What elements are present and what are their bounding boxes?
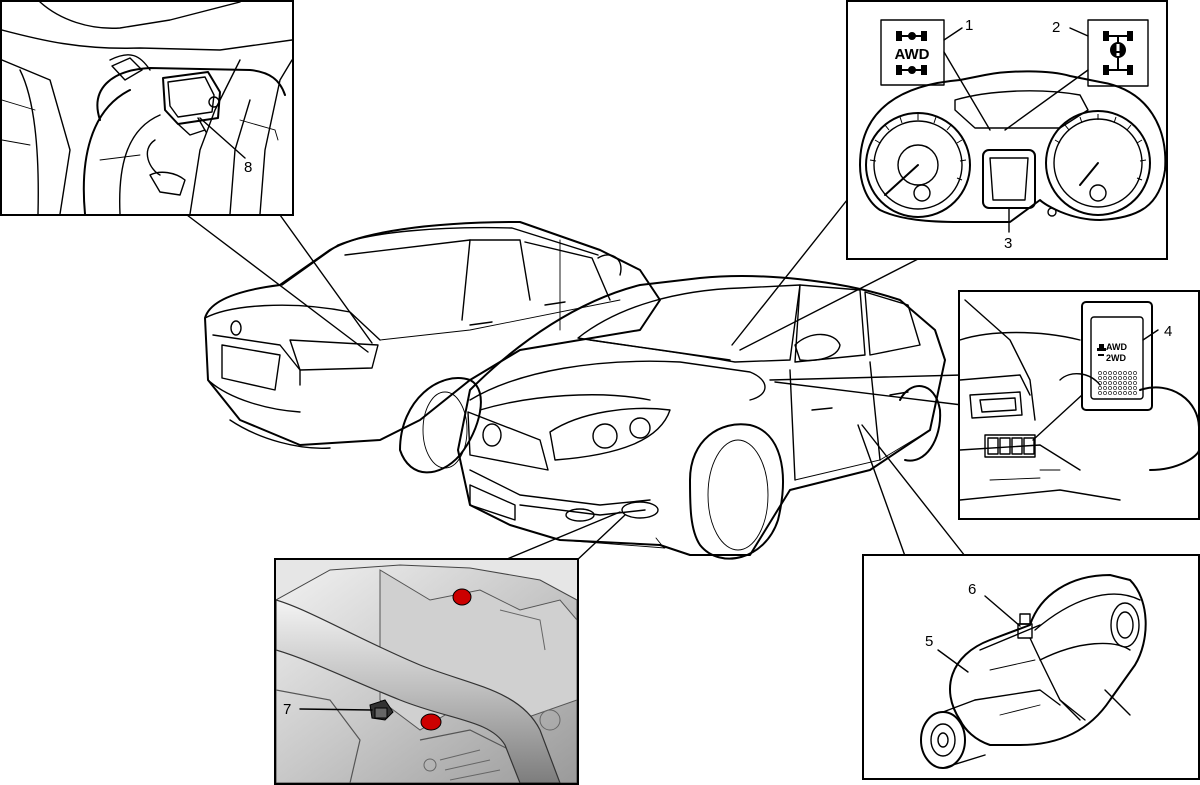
switch-bank bbox=[984, 434, 1036, 458]
awd-indicator-icon: AWD bbox=[880, 19, 945, 86]
awd-warning-indicator-icon bbox=[1087, 19, 1149, 87]
callout-5: 5 bbox=[925, 633, 933, 650]
sensor-7 bbox=[369, 699, 394, 721]
switch-2wd-label: 2WD bbox=[1106, 353, 1127, 363]
rear-differential-panel: 6 5 bbox=[862, 554, 1200, 780]
callout-1: 1 bbox=[965, 17, 973, 34]
sensor-6 bbox=[1017, 613, 1033, 639]
callout-6: 6 bbox=[968, 581, 976, 598]
sedan-rear-view bbox=[204, 221, 661, 474]
awd-switch-panel: AWD 2WD 4 bbox=[958, 290, 1200, 520]
switch-awd-label: AWD bbox=[1106, 342, 1127, 352]
callout-7: 7 bbox=[283, 701, 291, 718]
awd-2wd-switch: AWD 2WD bbox=[1081, 301, 1153, 411]
panel-leader-lines bbox=[186, 189, 966, 563]
hatchback-front-view bbox=[457, 275, 946, 560]
awd-indicator-label: AWD bbox=[895, 46, 930, 63]
control-module-panel: 8 bbox=[0, 0, 294, 216]
callout-8: 8 bbox=[244, 159, 252, 176]
instrument-cluster-panel: AWD 1 2 3 bbox=[846, 0, 1168, 260]
transfer-panel: 7 bbox=[274, 558, 579, 785]
callout-4: 4 bbox=[1164, 323, 1172, 340]
callout-2: 2 bbox=[1052, 19, 1060, 36]
callout-3: 3 bbox=[1004, 235, 1012, 252]
